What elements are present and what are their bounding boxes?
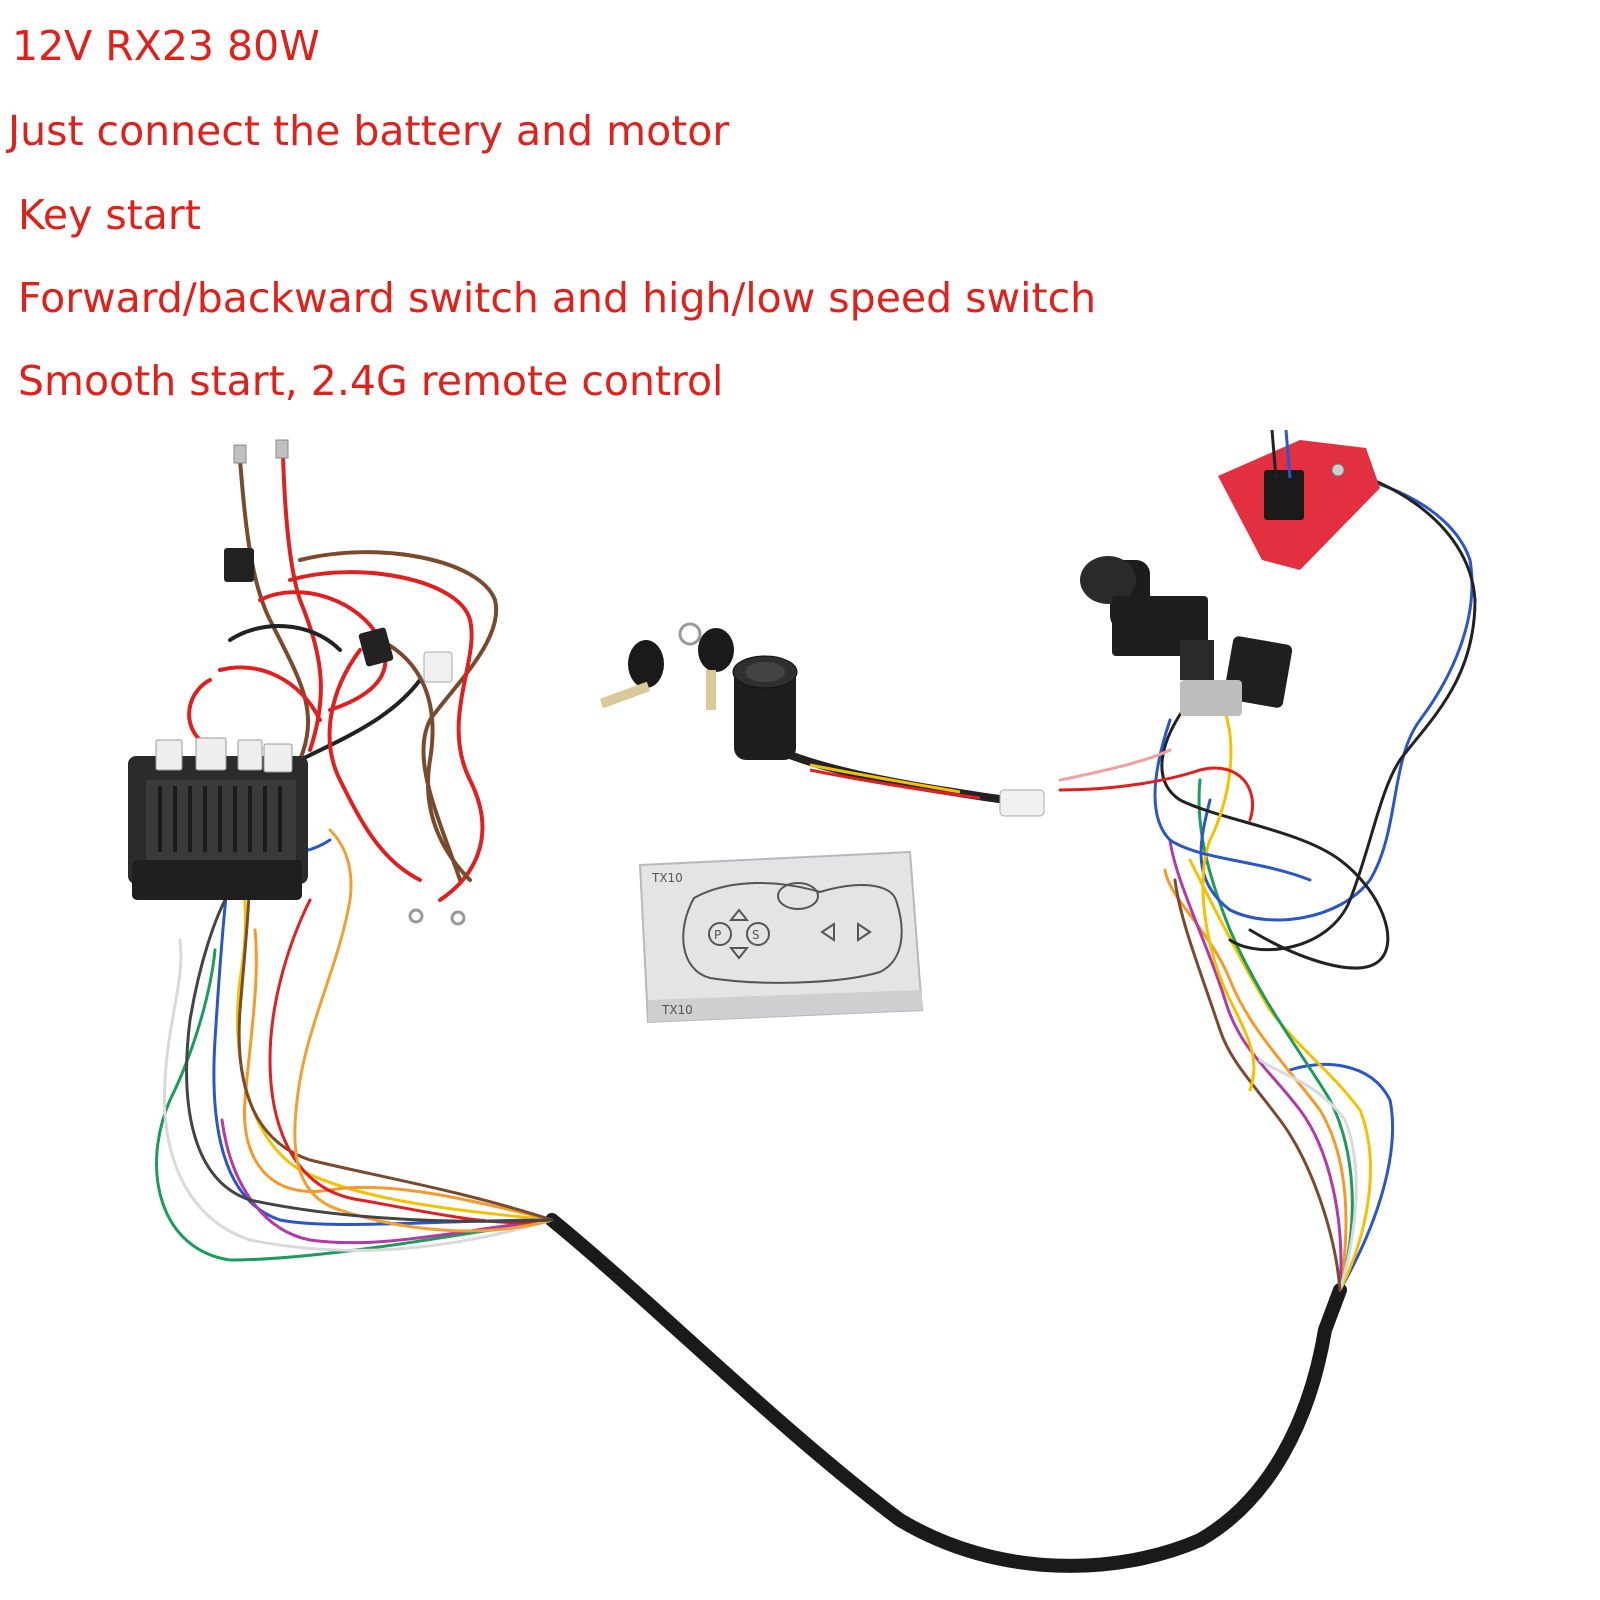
speed-switch-high-low (1180, 636, 1293, 716)
arrow-right-icon (857, 922, 872, 942)
foot-pedal (1218, 429, 1380, 570)
small-switch-left-1 (224, 548, 254, 582)
harness-sleeve (545, 1213, 1347, 1573)
gear-shifter-forward-backward (1080, 556, 1214, 680)
caption-remote-control: Smooth start, 2.4G remote control (18, 357, 724, 405)
switch-wires-right (1058, 458, 1477, 1092)
signal-wires-left (155, 828, 554, 1262)
tx10-remote-box: P S TX10 TX10 (638, 850, 924, 1024)
rx23-controller (128, 737, 308, 900)
ignition-key-switch (732, 655, 1045, 817)
tx10-button-s: S (746, 922, 770, 946)
signal-wires-right (1163, 778, 1394, 1292)
tx10-model-label-side: TX10 (661, 1003, 693, 1017)
arrow-up-icon (728, 908, 750, 921)
arrow-left-icon (820, 922, 835, 942)
caption-title-specs: 12V RX23 80W (12, 22, 320, 70)
ring-terminals (233, 439, 466, 926)
power-wires-left (187, 453, 499, 902)
tx10-button-p-label: P (714, 928, 721, 942)
caption-switches: Forward/backward switch and high/low spe… (18, 274, 1097, 322)
arrow-down-icon (728, 947, 750, 960)
tx10-button-s-label: S (752, 928, 760, 942)
caption-connect-battery-motor: Just connect the battery and motor (8, 107, 730, 155)
white-connector-left (423, 651, 453, 683)
car-keys (599, 622, 734, 710)
tx10-button-p: P (708, 922, 732, 946)
tx10-model-label-top: TX10 (651, 871, 683, 885)
caption-key-start: Key start (18, 191, 201, 239)
small-switch-left-2 (358, 627, 394, 667)
